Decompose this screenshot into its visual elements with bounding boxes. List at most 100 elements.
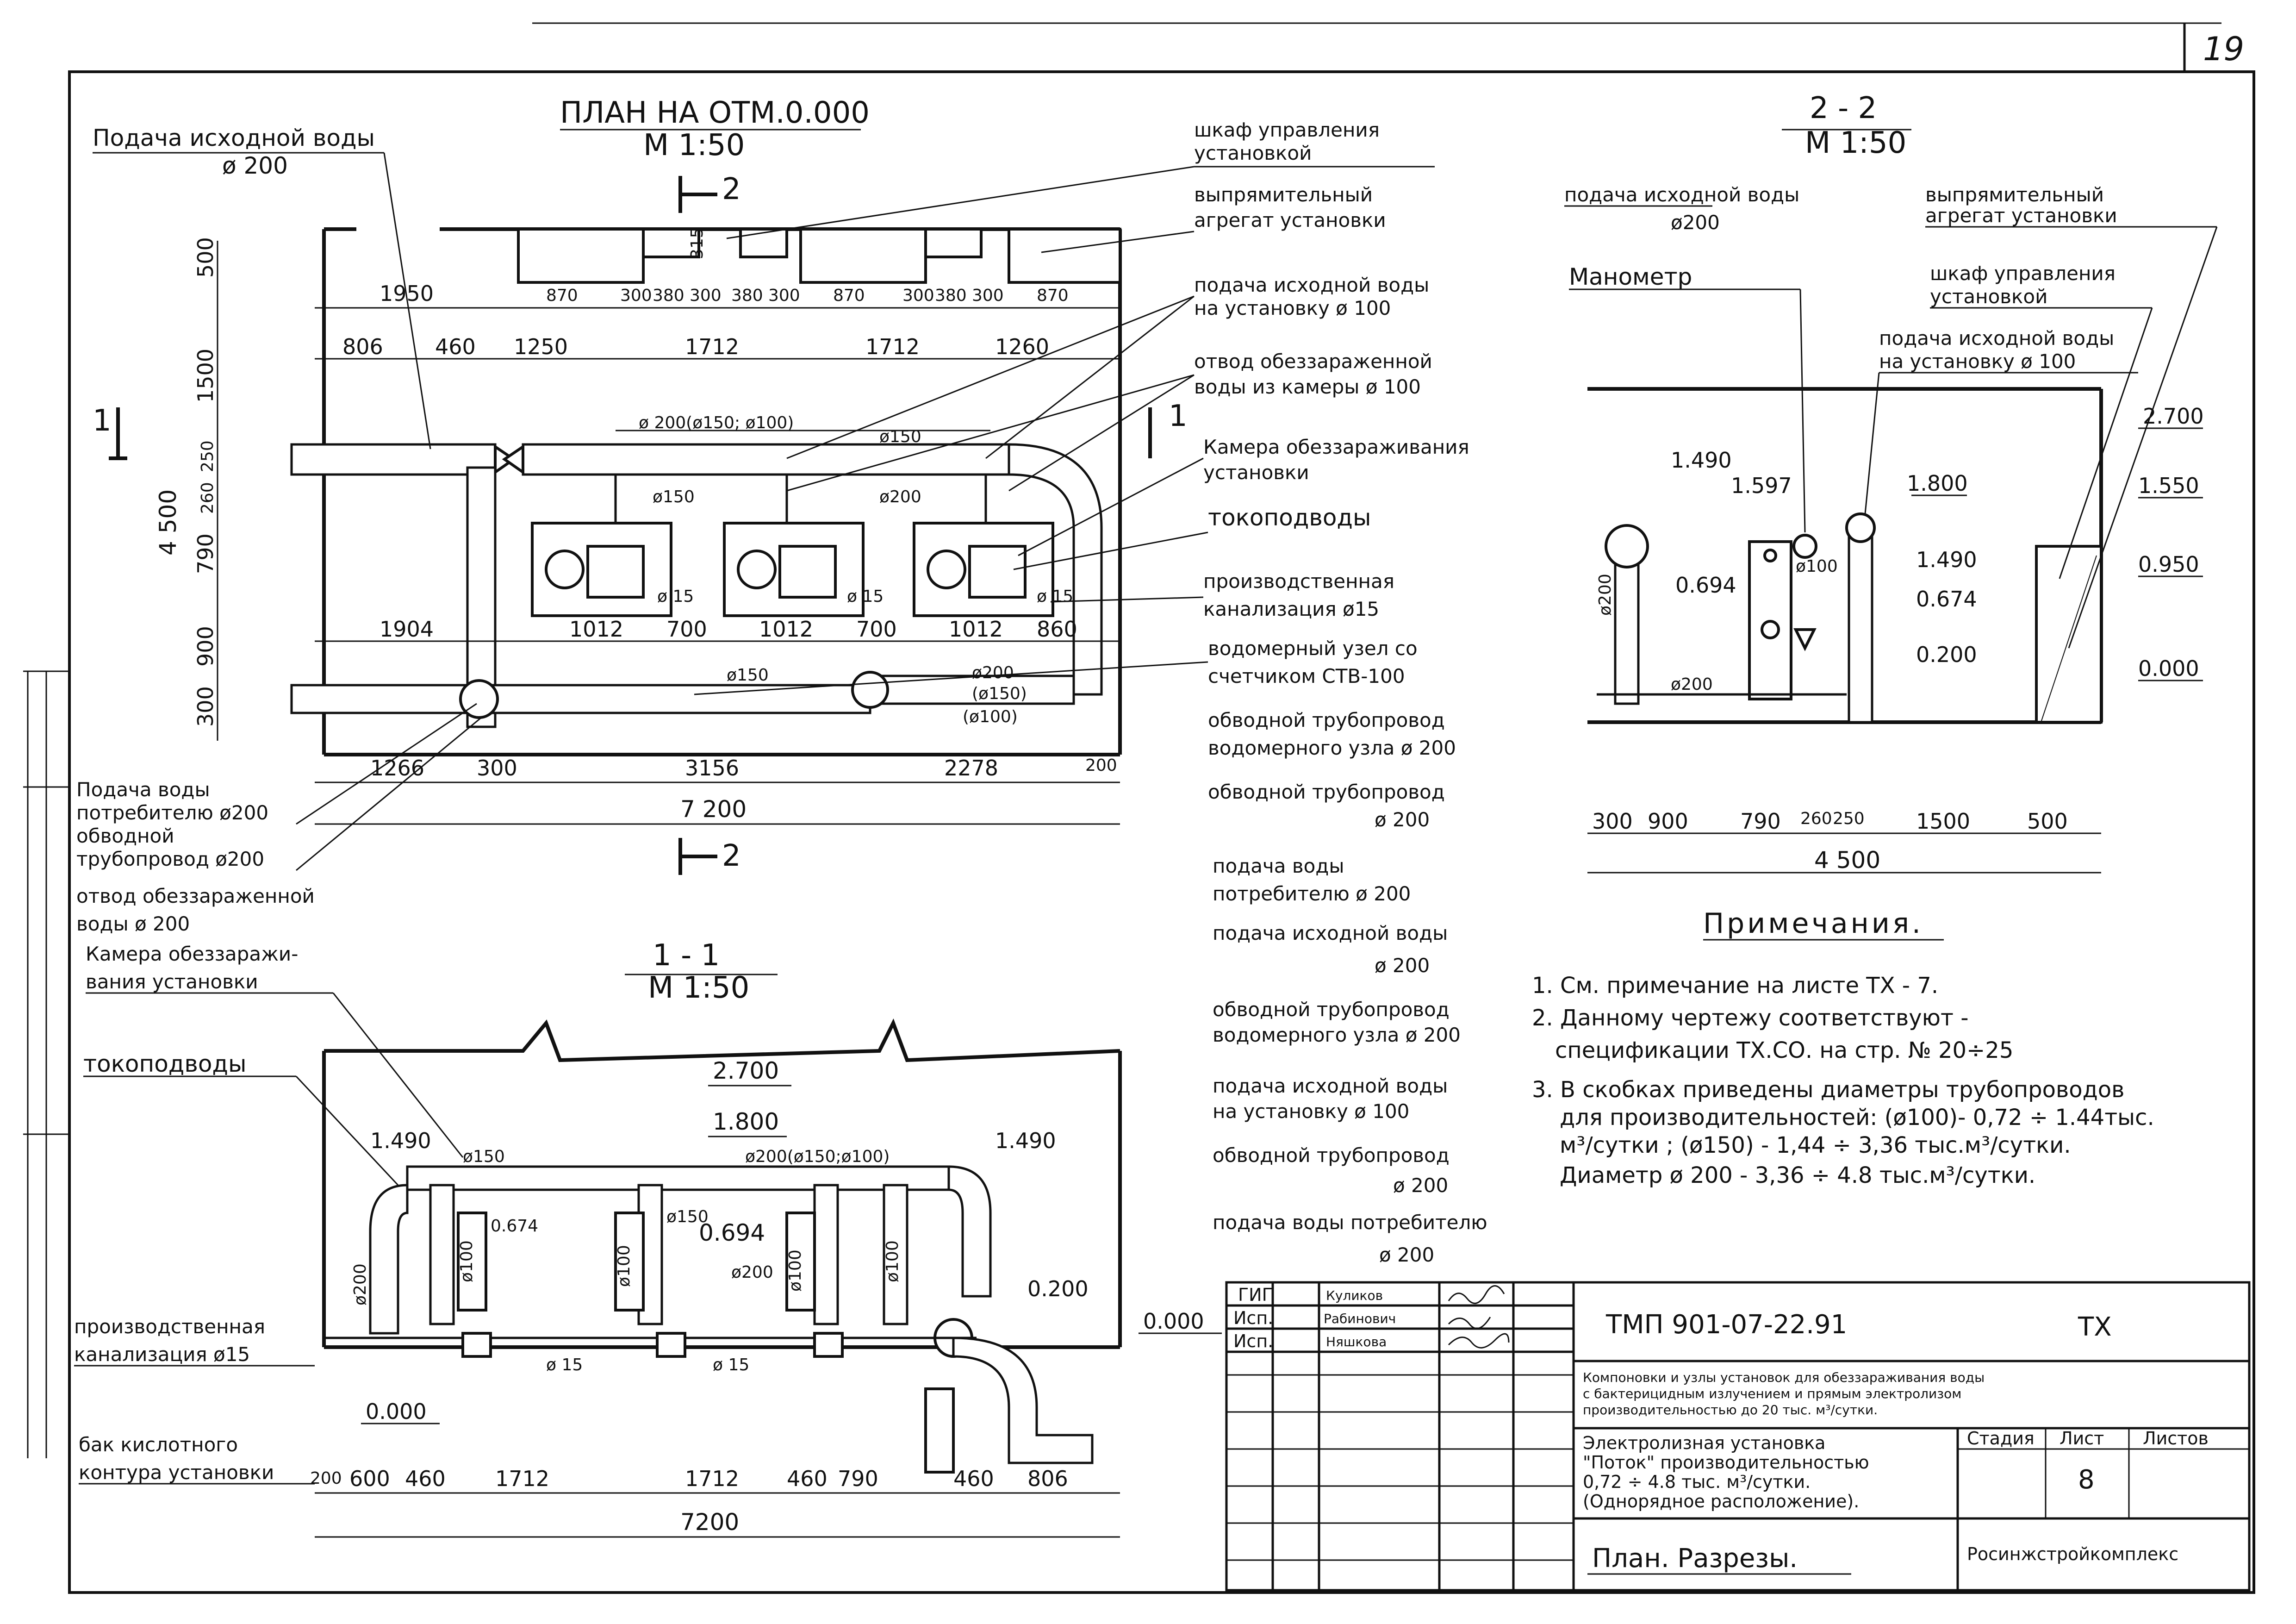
note-line-0: 1. См. примечание на листе ТХ - 7.	[1532, 973, 1938, 999]
section11-pipe-12: ø100	[883, 1240, 902, 1282]
callout-right-27: обводной трубопровод	[1213, 1144, 1450, 1167]
plan-dim-mid-1: 1012	[569, 617, 623, 642]
plan-callouts-left: Подача исходной воды ø 200 Подача воды п…	[76, 125, 482, 935]
tb-code: ТМП 901-07-22.91	[1605, 1310, 1847, 1340]
section11-dim-5: 460	[787, 1466, 828, 1491]
section22-callout-3: выпрямительный	[1925, 183, 2104, 206]
plan-scale: М 1:50	[643, 128, 745, 162]
section22-dim-4: 250	[1833, 809, 1865, 828]
callout-right-26: на установку ø 100	[1213, 1100, 1409, 1123]
section11-callout-6: контура установки	[79, 1461, 274, 1484]
section11-pipe-6: ø 15	[546, 1355, 583, 1374]
notes-title: Примечания.	[1703, 907, 1923, 940]
plan-dim-top1-9: 380	[935, 286, 967, 305]
tb-role-1: Исп.	[1233, 1308, 1273, 1328]
plan-pipe-label-7: ø150	[727, 666, 769, 685]
section22-level-3: 1.800	[1907, 471, 1968, 496]
callout-left-2: Подача воды	[76, 778, 210, 801]
section22-level-7: 0.674	[1916, 587, 1977, 612]
section22-callout-2: Манометр	[1569, 263, 1692, 290]
section11-dim-total: 7200	[680, 1509, 739, 1536]
callout-right-21: подача исходной воды	[1213, 922, 1448, 944]
plan-dim-left-3: 260	[198, 482, 217, 514]
callout-left-5: трубопровод ø200	[76, 848, 264, 870]
plan-dim-top1-1: 870	[546, 286, 578, 305]
tb-signature-0	[1448, 1285, 1505, 1304]
section11-level-5: 0.000	[1143, 1309, 1204, 1334]
section11-pipe-5: ø200	[731, 1263, 773, 1282]
section11-level-2: 1.490	[370, 1128, 431, 1153]
plan-dim-top1-11: 870	[1037, 286, 1069, 305]
callout-right-4: подача исходной воды	[1194, 274, 1429, 296]
tb-signature-1	[1448, 1317, 1491, 1329]
plan-dim-top2-2: 1250	[514, 334, 568, 359]
note-line-1: 2. Данному чертежу соответствуют -	[1532, 1005, 1969, 1031]
plan-dim-bottom-2: 3156	[685, 756, 739, 781]
plan-pipe-label-6: ø 15	[1037, 587, 1073, 606]
section11-callout-4: канализация ø15	[74, 1343, 250, 1366]
section11-dim-0: 200	[310, 1469, 342, 1488]
section22-level-9: 0.200	[1916, 642, 1977, 667]
section11-pipe-11: ø100	[786, 1249, 805, 1292]
plan-dim-top1-5: 380	[731, 286, 763, 305]
section-1-1: 1 - 1 М 1:50 Камера обеззаражи- вания ус…	[74, 938, 1222, 1538]
section11-pipe-8: ø200	[351, 1263, 370, 1305]
callout-right-29: подача воды потребителю	[1213, 1211, 1487, 1234]
plan-dim-mid-3: 1012	[759, 617, 813, 642]
plan-dim-bottom-4: 200	[1085, 756, 1117, 775]
section22-callout-4: агрегат установки	[1925, 204, 2117, 227]
section22-dim-0: 300	[1592, 809, 1633, 834]
callout-right-25: подача исходной воды	[1213, 1074, 1448, 1097]
title-block: ГИП Исп. Исп. Куликов Рабинович Няшкова …	[1225, 1281, 2251, 1592]
section22-callout-5: шкаф управления	[1930, 262, 2116, 285]
tb-object-desc-1: "Поток" производительностью	[1583, 1452, 1869, 1473]
plan-dim-top2-3: 1712	[685, 334, 739, 359]
section22-scale: М 1:50	[1805, 126, 1906, 160]
section22-pipe-2: ø100	[1796, 557, 1838, 576]
dim-315: 315	[688, 227, 707, 259]
section22-dim-5: 1500	[1916, 809, 1970, 834]
section11-pipe-1: ø200(ø150;ø100)	[745, 1147, 890, 1166]
section11-level-0: 2.700	[713, 1057, 779, 1084]
section11-pipe-9: ø100	[457, 1240, 476, 1282]
note-line-2: спецификации ТХ.СО. на стр. № 20÷25	[1555, 1037, 2013, 1063]
callout-right-13: водомерный узел со	[1208, 637, 1418, 660]
callout-left-3: потребителю ø200	[76, 801, 268, 824]
plan-dim-top2-0: 806	[342, 334, 383, 359]
callout-right-8: Камера обеззараживания	[1203, 436, 1469, 458]
plan-pipe-label-9: (ø150)	[972, 684, 1027, 703]
callout-right-5: на установку ø 100	[1194, 297, 1391, 319]
tb-name-0: Куликов	[1326, 1288, 1383, 1303]
plan-pipe-label-10: (ø100)	[963, 707, 1018, 726]
section11-dim-2: 460	[405, 1466, 446, 1491]
callout-right-6: отвод обеззараженной	[1194, 350, 1432, 373]
plan-dim-total: 7 200	[680, 796, 747, 823]
section22-callout-7: подача исходной воды	[1879, 327, 2114, 350]
plan-dim-top1-4: 300	[690, 286, 722, 305]
section22-level-5: 0.950	[2138, 552, 2199, 577]
plan-view: ПЛАН НА ОТМ.0.000 М 1:50 2 2 1 1 315 195…	[93, 96, 1188, 875]
section22-level-2: 1.597	[1731, 473, 1792, 498]
section22-level-10: 0.000	[2138, 656, 2199, 681]
tb-name-1: Рабинович	[1324, 1311, 1396, 1326]
tb-drawing-name: План. Разрезы.	[1592, 1543, 1798, 1574]
callout-right-23: обводной трубопровод	[1213, 998, 1450, 1021]
plan-dim-left-1: 1500	[193, 349, 218, 403]
plan-dim-left-total: 4 500	[155, 489, 181, 556]
tb-role-2: Исп.	[1233, 1331, 1273, 1351]
callout-right-3: агрегат установки	[1194, 209, 1386, 231]
section22-title: 2 - 2	[1810, 91, 1877, 125]
section11-callout-5: бак кислотного	[79, 1433, 238, 1456]
section11-level-6: 0.000	[366, 1399, 427, 1424]
section-mark-1-right: 1	[1169, 399, 1188, 433]
plan-dim-bottom-1: 300	[477, 756, 517, 781]
section11-dim-7: 460	[953, 1466, 994, 1491]
section22-pipe-0: ø200	[1596, 574, 1615, 616]
callout-right-22: ø 200	[1375, 954, 1430, 977]
section-2-2: 2 - 2 М 1:50 подача исходной воды ø200 М…	[1564, 91, 2218, 874]
section22-dim-2: 790	[1740, 809, 1781, 834]
plan-dim-top1-2: 300	[620, 286, 652, 305]
notes-block: Примечания. 1. См. примечание на листе Т…	[1532, 907, 2154, 1188]
plan-dim-bottom-0: 1266	[370, 756, 424, 781]
section11-title: 1 - 1	[653, 938, 720, 973]
